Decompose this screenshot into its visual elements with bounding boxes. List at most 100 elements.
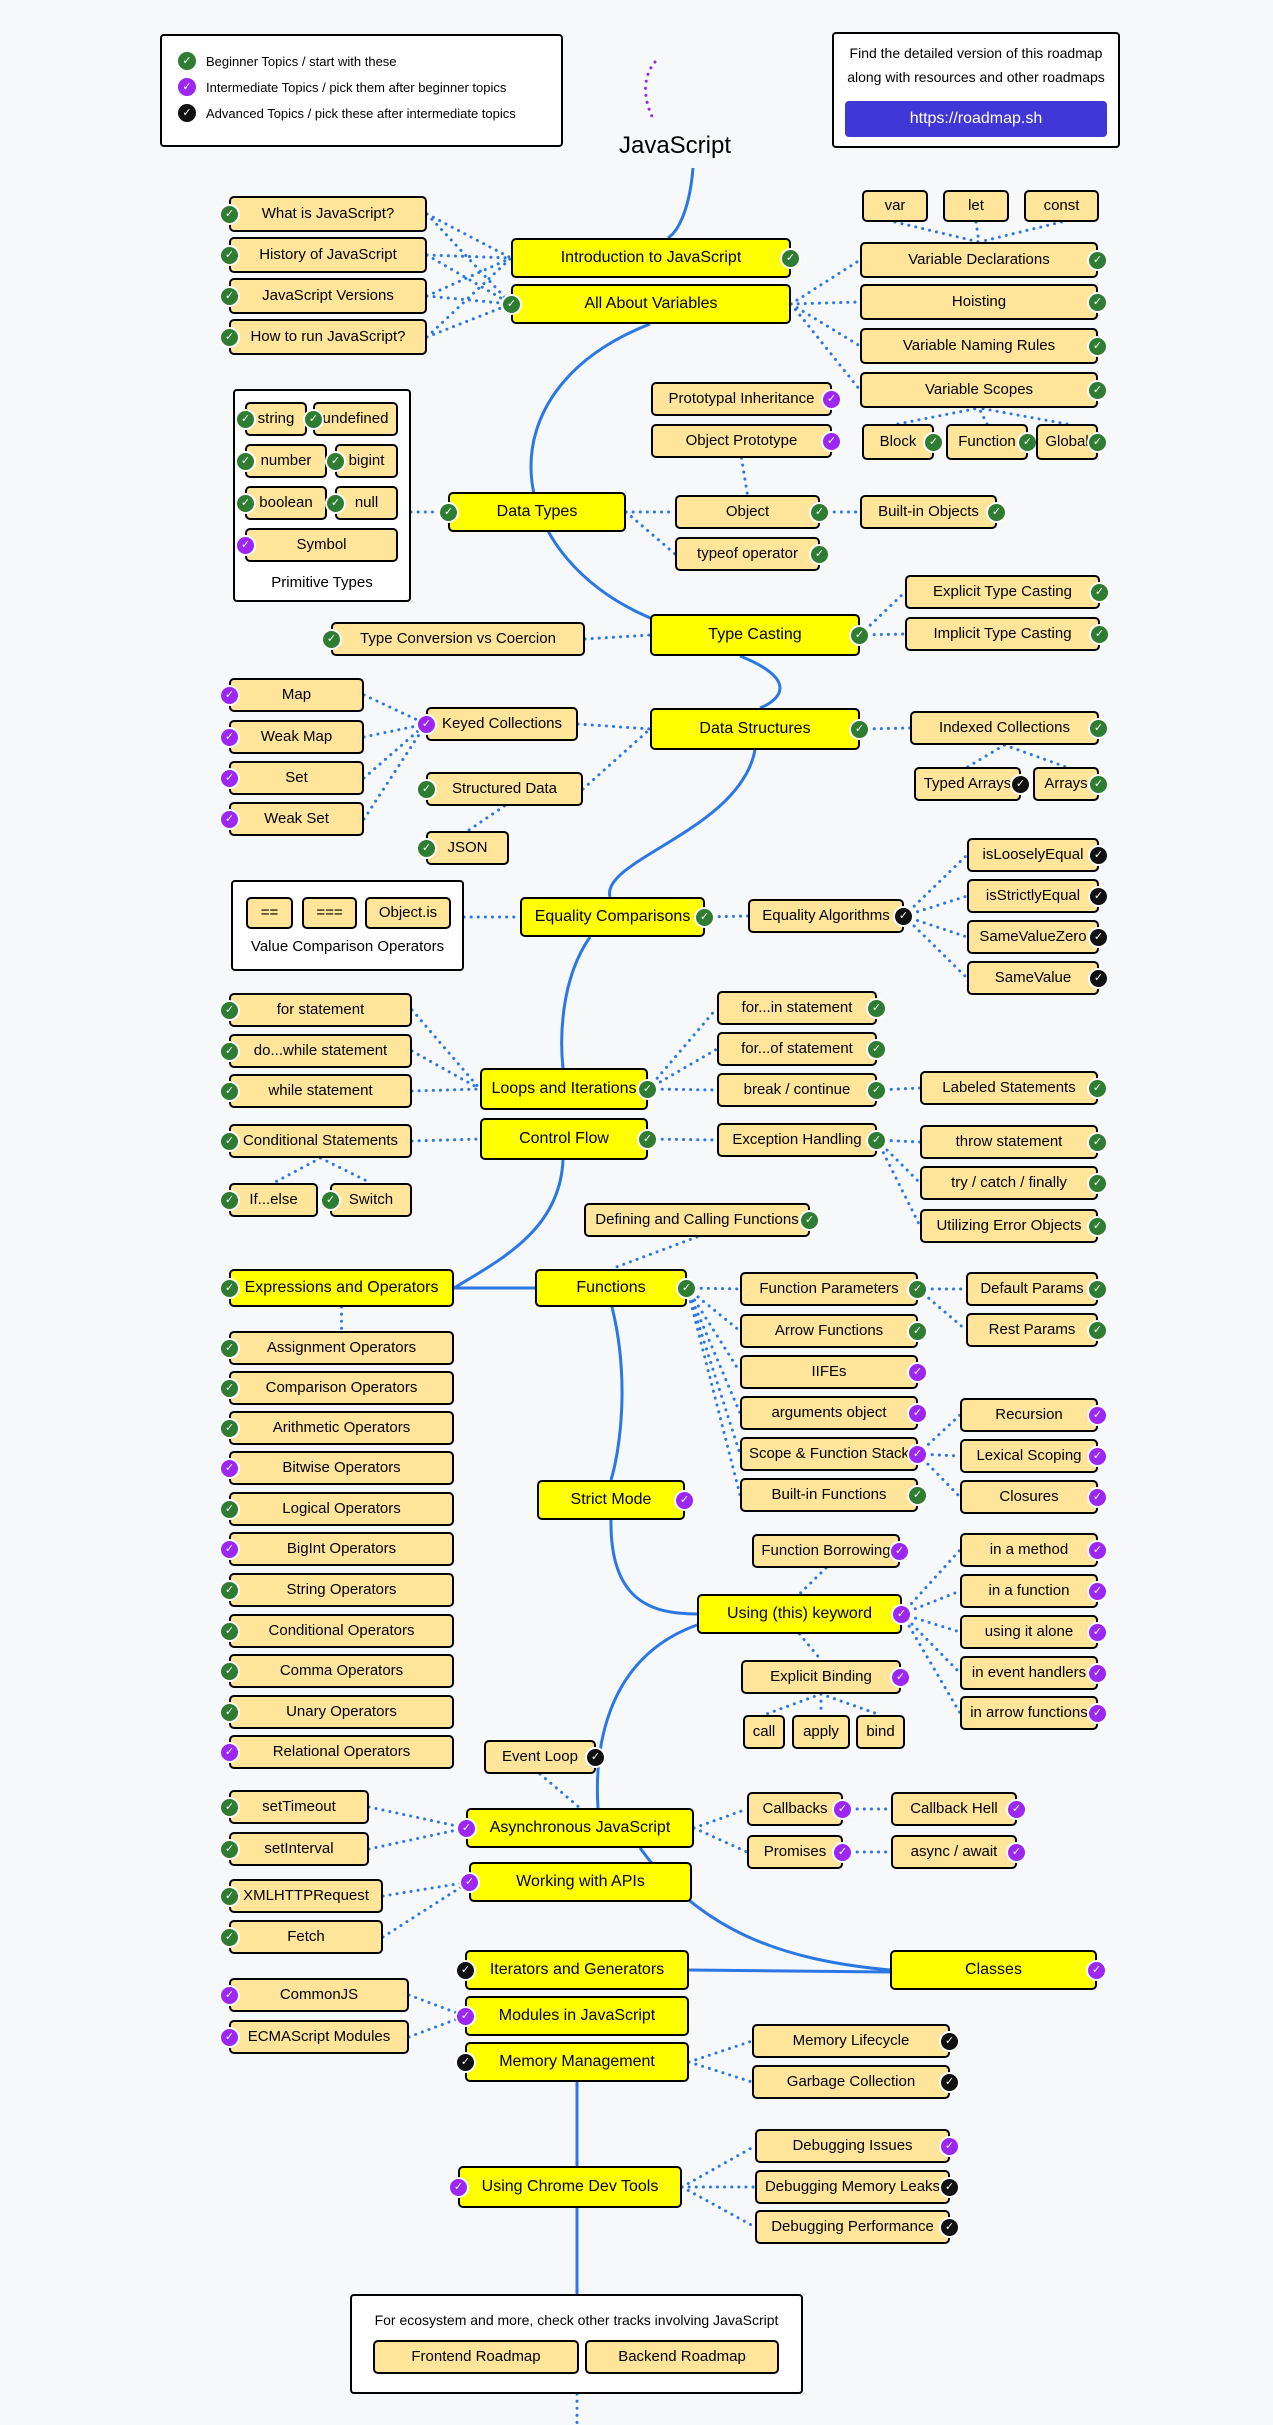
node-data-types[interactable]: Data Types: [448, 492, 626, 532]
node-classes[interactable]: Classes: [890, 1950, 1097, 1990]
node-data-structures[interactable]: Data Structures: [650, 708, 860, 750]
node-while-stmt[interactable]: while statement: [229, 1074, 412, 1108]
node-modules[interactable]: Modules in JavaScript: [465, 1996, 689, 2036]
node-assign-ops[interactable]: Assignment Operators: [229, 1331, 454, 1365]
node-implicit-cast[interactable]: Implicit Type Casting: [905, 617, 1100, 651]
node-arrow-this[interactable]: in arrow functions: [960, 1696, 1098, 1730]
node-esm[interactable]: ECMAScript Modules: [229, 2020, 409, 2054]
node-builtin-fns[interactable]: Built-in Functions: [740, 1478, 918, 1512]
node-expressions[interactable]: Expressions and Operators: [229, 1269, 454, 1307]
node-event-handlers[interactable]: in event handlers: [960, 1656, 1098, 1690]
node-set-interval[interactable]: setInterval: [229, 1832, 369, 1866]
node-json[interactable]: JSON: [426, 831, 509, 865]
node-function-scope[interactable]: Function: [946, 424, 1028, 460]
node-js-versions[interactable]: JavaScript Versions: [229, 278, 427, 314]
node-error-objects[interactable]: Utilizing Error Objects: [920, 1209, 1098, 1243]
node-history-js[interactable]: History of JavaScript: [229, 237, 427, 273]
node-all-about-vars[interactable]: All About Variables: [511, 284, 791, 324]
node-compare-ops[interactable]: Comparison Operators: [229, 1371, 454, 1405]
node-symbol[interactable]: Symbol: [245, 528, 398, 562]
node-loose-eq[interactable]: ==: [246, 897, 293, 929]
node-comma-ops[interactable]: Comma Operators: [229, 1654, 454, 1688]
node-type-casting[interactable]: Type Casting: [650, 614, 860, 656]
node-arith-ops[interactable]: Arithmetic Operators: [229, 1411, 454, 1445]
node-scope-stack[interactable]: Scope & Function Stack: [740, 1437, 918, 1471]
node-debug-perf[interactable]: Debugging Performance: [755, 2210, 950, 2244]
node-promises[interactable]: Promises: [747, 1835, 843, 1869]
node-var-decl[interactable]: Variable Declarations: [860, 242, 1098, 278]
node-async-await[interactable]: async / await: [891, 1835, 1017, 1869]
node-equality-algos[interactable]: Equality Algorithms: [748, 899, 904, 933]
node-commonjs[interactable]: CommonJS: [229, 1978, 409, 2012]
node-throw[interactable]: throw statement: [920, 1125, 1098, 1159]
node-xhr[interactable]: XMLHTTPRequest: [229, 1879, 383, 1913]
node-gc[interactable]: Garbage Collection: [752, 2065, 950, 2099]
node-fn-borrowing[interactable]: Function Borrowing: [752, 1534, 900, 1568]
node-same-value[interactable]: SameValue: [967, 961, 1099, 995]
node-number[interactable]: number: [245, 444, 327, 478]
node-undefined[interactable]: undefined: [313, 402, 398, 436]
node-map[interactable]: Map: [229, 678, 364, 712]
node-def-call-fn[interactable]: Defining and Calling Functions: [584, 1203, 810, 1237]
node-const[interactable]: const: [1024, 190, 1099, 222]
node-equality[interactable]: Equality Comparisons: [520, 897, 705, 937]
node-do-while[interactable]: do...while statement: [229, 1034, 412, 1068]
node-structured[interactable]: Structured Data: [426, 772, 583, 806]
node-for-in[interactable]: for...in statement: [717, 991, 877, 1025]
node-string-ops[interactable]: String Operators: [229, 1573, 454, 1607]
node-devtools[interactable]: Using Chrome Dev Tools: [458, 2166, 682, 2208]
node-object[interactable]: Object: [675, 495, 820, 529]
node-iterators[interactable]: Iterators and Generators: [465, 1950, 689, 1990]
node-debug-leaks[interactable]: Debugging Memory Leaks: [755, 2170, 950, 2204]
node-indexed[interactable]: Indexed Collections: [910, 711, 1099, 745]
node-obj-proto[interactable]: Object Prototype: [651, 424, 832, 458]
node-apis[interactable]: Working with APIs: [469, 1862, 692, 1902]
node-strict-eq[interactable]: ===: [302, 897, 357, 929]
node-exception[interactable]: Exception Handling: [717, 1123, 877, 1157]
node-callback-hell[interactable]: Callback Hell: [891, 1792, 1017, 1826]
node-var-scopes[interactable]: Variable Scopes: [860, 372, 1098, 408]
node-fetch[interactable]: Fetch: [229, 1920, 383, 1954]
frontend-roadmap-button[interactable]: Frontend Roadmap: [373, 2340, 579, 2374]
node-is-loosely[interactable]: isLooselyEqual: [967, 838, 1099, 872]
node-logical-ops[interactable]: Logical Operators: [229, 1492, 454, 1526]
node-typed-arrays[interactable]: Typed Arrays: [914, 767, 1021, 801]
node-switch[interactable]: Switch: [330, 1183, 412, 1217]
node-typeof[interactable]: typeof operator: [675, 537, 820, 571]
node-mem-lifecycle[interactable]: Memory Lifecycle: [752, 2024, 950, 2058]
node-debug-issues[interactable]: Debugging Issues: [755, 2129, 950, 2163]
node-lexical[interactable]: Lexical Scoping: [960, 1439, 1098, 1473]
node-async-js[interactable]: Asynchronous JavaScript: [466, 1808, 694, 1848]
node-memory[interactable]: Memory Management: [465, 2042, 689, 2082]
node-labeled[interactable]: Labeled Statements: [920, 1071, 1098, 1105]
node-set[interactable]: Set: [229, 761, 364, 795]
node-iifes[interactable]: IIFEs: [740, 1355, 918, 1389]
node-object-is[interactable]: Object.is: [365, 897, 451, 929]
node-alone[interactable]: using it alone: [960, 1615, 1098, 1649]
node-in-method[interactable]: in a method: [960, 1533, 1098, 1567]
node-bitwise-ops[interactable]: Bitwise Operators: [229, 1451, 454, 1485]
node-intro-js[interactable]: Introduction to JavaScript: [511, 238, 791, 278]
node-in-function[interactable]: in a function: [960, 1574, 1098, 1608]
node-break-continue[interactable]: break / continue: [717, 1073, 877, 1107]
node-what-is-js[interactable]: What is JavaScript?: [229, 196, 427, 232]
node-var[interactable]: var: [862, 190, 928, 222]
node-for-of[interactable]: for...of statement: [717, 1032, 877, 1066]
node-bigint-ops[interactable]: BigInt Operators: [229, 1532, 454, 1566]
node-strict-mode[interactable]: Strict Mode: [537, 1480, 685, 1520]
node-loops[interactable]: Loops and Iterations: [480, 1068, 648, 1110]
node-weak-map[interactable]: Weak Map: [229, 720, 364, 754]
node-block[interactable]: Block: [862, 424, 934, 460]
node-try-catch[interactable]: try / catch / finally: [920, 1166, 1098, 1200]
node-explicit-cast[interactable]: Explicit Type Casting: [905, 575, 1100, 609]
backend-roadmap-button[interactable]: Backend Roadmap: [585, 2340, 779, 2374]
node-fn-params[interactable]: Function Parameters: [740, 1272, 918, 1306]
node-weak-set[interactable]: Weak Set: [229, 802, 364, 836]
node-control-flow[interactable]: Control Flow: [480, 1118, 648, 1160]
node-if-else[interactable]: If...else: [229, 1183, 318, 1217]
node-how-to-run[interactable]: How to run JavaScript?: [229, 319, 427, 355]
node-this-keyword[interactable]: Using (this) keyword: [697, 1594, 902, 1634]
node-hoisting[interactable]: Hoisting: [860, 284, 1098, 320]
node-recursion[interactable]: Recursion: [960, 1398, 1098, 1432]
node-call[interactable]: call: [743, 1715, 785, 1749]
